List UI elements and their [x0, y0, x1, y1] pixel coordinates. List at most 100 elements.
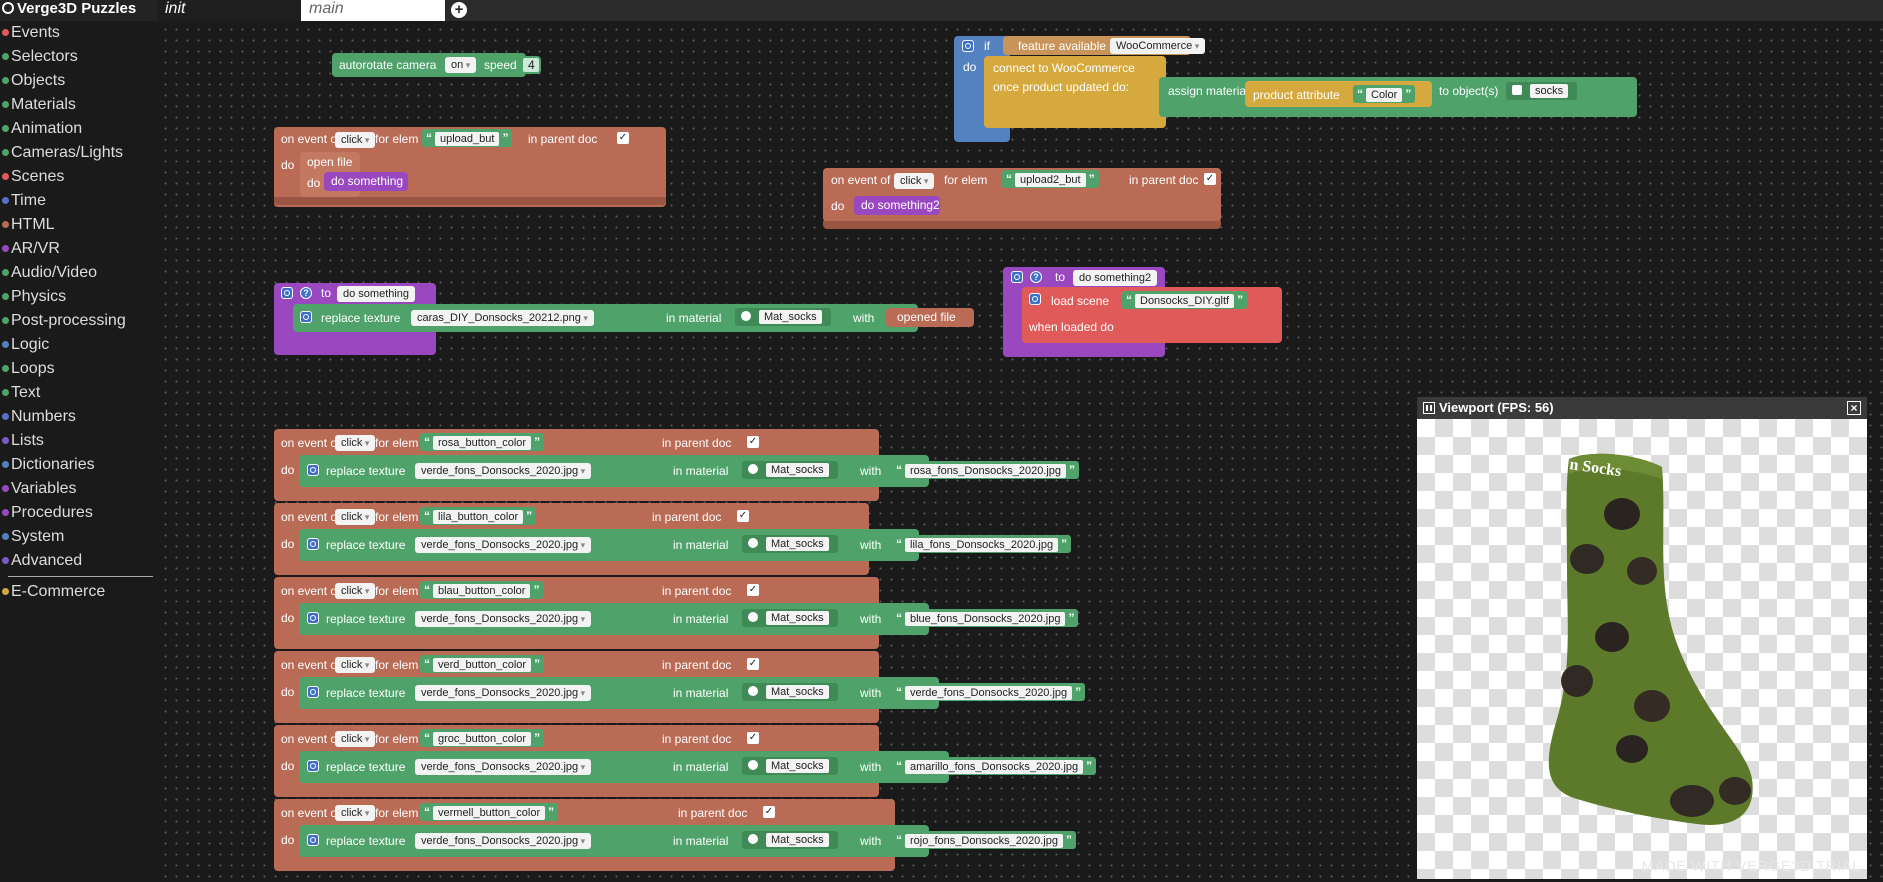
sidebar-item-loops[interactable]: Loops: [0, 357, 157, 381]
sidebar-item-logic[interactable]: Logic: [0, 333, 157, 357]
sidebar-item-lists[interactable]: Lists: [0, 429, 157, 453]
procedure-name-field[interactable]: do something2: [1073, 270, 1158, 286]
in-parent-doc-checkbox[interactable]: ✓: [1204, 173, 1216, 185]
gear-icon[interactable]: [1029, 293, 1041, 305]
sidebar-item-audio-video[interactable]: Audio/Video: [0, 261, 157, 285]
material-selector[interactable]: Mat_socks: [742, 609, 838, 627]
material-selector[interactable]: Mat_socks: [742, 461, 838, 479]
texture-name-string[interactable]: “verde_fons_Donsocks_2020.jpg”: [892, 683, 1086, 701]
procedure-name-field[interactable]: do something: [337, 286, 416, 302]
gear-icon[interactable]: [300, 311, 312, 323]
sidebar-item-html[interactable]: HTML: [0, 213, 157, 237]
sidebar-item-objects[interactable]: Objects: [0, 69, 157, 93]
event-type-dropdown[interactable]: click: [335, 731, 376, 747]
sidebar-item-text[interactable]: Text: [0, 381, 157, 405]
replace-texture-block[interactable]: [299, 751, 949, 783]
gear-icon[interactable]: [1011, 271, 1023, 283]
close-icon[interactable]: ×: [1847, 401, 1861, 415]
texture-name-string[interactable]: “amarillo_fons_Donsocks_2020.jpg”: [892, 757, 1097, 775]
autorotate-camera-block[interactable]: autorotate camera on speed 4: [332, 53, 537, 77]
sidebar-item-post-processing[interactable]: Post-processing: [0, 309, 157, 333]
element-name-string[interactable]: “vermell_button_color”: [420, 803, 559, 821]
sidebar-item-cameras-lights[interactable]: Cameras/Lights: [0, 141, 157, 165]
sidebar-item-materials[interactable]: Materials: [0, 93, 157, 117]
tab-init[interactable]: init: [157, 0, 301, 21]
viewport-canvas[interactable]: n Socks MADE WITH VERGE3D TRIAL: [1417, 419, 1867, 879]
texture-name-string[interactable]: “blue_fons_Donsocks_2020.jpg”: [892, 609, 1079, 627]
texture-dropdown[interactable]: verde_fons_Donsocks_2020.jpg: [415, 833, 592, 849]
connect-woocommerce-block[interactable]: [984, 56, 1166, 128]
texture-dropdown[interactable]: verde_fons_Donsocks_2020.jpg: [415, 463, 592, 479]
sidebar-item-selectors[interactable]: Selectors: [0, 45, 157, 69]
gear-icon[interactable]: [307, 760, 319, 772]
gear-icon[interactable]: [307, 834, 319, 846]
opened-file-block[interactable]: [886, 308, 974, 327]
element-name-string[interactable]: “blau_button_color”: [420, 581, 544, 599]
element-name-string[interactable]: “upload_but”: [422, 129, 513, 147]
in-parent-doc-checkbox[interactable]: ✓: [747, 658, 759, 670]
material-selector[interactable]: Mat_socks: [742, 683, 838, 701]
sidebar-item-variables[interactable]: Variables: [0, 477, 157, 501]
tab-main[interactable]: main: [301, 0, 445, 21]
attribute-name-string[interactable]: “Color”: [1353, 85, 1416, 103]
sidebar-item-physics[interactable]: Physics: [0, 285, 157, 309]
sidebar-item-advanced[interactable]: Advanced: [0, 549, 157, 573]
material-selector[interactable]: Mat_socks: [742, 535, 838, 553]
feature-dropdown[interactable]: WooCommerce: [1110, 38, 1206, 54]
sidebar-item-numbers[interactable]: Numbers: [0, 405, 157, 429]
scene-file-string[interactable]: “Donsocks_DIY.gltf”: [1122, 291, 1248, 309]
texture-dropdown[interactable]: verde_fons_Donsocks_2020.jpg: [415, 537, 592, 553]
sidebar-item-procedures[interactable]: Procedures: [0, 501, 157, 525]
autorotate-state-dropdown[interactable]: on: [445, 57, 477, 73]
texture-name-string[interactable]: “lila_fons_Donsocks_2020.jpg”: [892, 535, 1072, 553]
texture-name-string[interactable]: “rojo_fons_Donsocks_2020.jpg”: [892, 831, 1076, 849]
sidebar-item-events[interactable]: Events: [0, 21, 157, 45]
speed-value-block[interactable]: [521, 56, 541, 74]
sidebar-item-dictionaries[interactable]: Dictionaries: [0, 453, 157, 477]
in-parent-doc-checkbox[interactable]: ✓: [747, 436, 759, 448]
help-icon[interactable]: ?: [1030, 271, 1042, 283]
texture-dropdown[interactable]: verde_fons_Donsocks_2020.jpg: [415, 685, 592, 701]
plus-circle-icon[interactable]: +: [451, 2, 467, 18]
object-selector[interactable]: socks: [1506, 82, 1578, 100]
event-type-dropdown[interactable]: click: [335, 657, 376, 673]
material-selector[interactable]: Mat_socks: [742, 757, 838, 775]
sidebar-item-animation[interactable]: Animation: [0, 117, 157, 141]
element-name-string[interactable]: “lila_button_color”: [420, 507, 537, 525]
call-do-something2-block[interactable]: [854, 196, 940, 215]
texture-name-string[interactable]: “rosa_fons_Donsocks_2020.jpg”: [892, 461, 1080, 479]
help-icon[interactable]: ?: [300, 287, 312, 299]
call-do-something-block[interactable]: [324, 172, 408, 191]
gear-icon[interactable]: [307, 612, 319, 624]
in-parent-doc-checkbox[interactable]: ✓: [737, 510, 749, 522]
gear-icon[interactable]: [307, 464, 319, 476]
sidebar-item-ar-vr[interactable]: AR/VR: [0, 237, 157, 261]
in-parent-doc-checkbox[interactable]: ✓: [617, 132, 629, 144]
texture-dropdown[interactable]: verde_fons_Donsocks_2020.jpg: [415, 611, 592, 627]
gear-icon[interactable]: [307, 538, 319, 550]
pause-icon[interactable]: [1423, 402, 1435, 414]
element-name-string[interactable]: “rosa_button_color”: [420, 433, 545, 451]
material-selector[interactable]: Mat_socks: [742, 831, 838, 849]
sidebar-item-time[interactable]: Time: [0, 189, 157, 213]
texture-dropdown[interactable]: caras_DIY_Donsocks_20212.png: [411, 310, 594, 326]
event-type-dropdown[interactable]: click: [335, 132, 376, 148]
event-type-dropdown[interactable]: click: [894, 173, 935, 189]
viewport-panel[interactable]: Viewport (FPS: 56) × n Socks MADE WITH V…: [1417, 397, 1867, 879]
sidebar-item-e-commerce[interactable]: E-Commerce: [0, 580, 157, 604]
texture-dropdown[interactable]: verde_fons_Donsocks_2020.jpg: [415, 759, 592, 775]
element-name-string[interactable]: “upload2_but”: [1002, 170, 1099, 188]
sidebar-item-scenes[interactable]: Scenes: [0, 165, 157, 189]
in-parent-doc-checkbox[interactable]: ✓: [747, 732, 759, 744]
event-type-dropdown[interactable]: click: [335, 805, 376, 821]
element-name-string[interactable]: “verd_button_color”: [420, 655, 545, 673]
in-parent-doc-checkbox[interactable]: ✓: [763, 806, 775, 818]
gear-icon[interactable]: [962, 40, 974, 52]
gear-icon[interactable]: [307, 686, 319, 698]
event-type-dropdown[interactable]: click: [335, 509, 376, 525]
element-name-string[interactable]: “groc_button_color”: [420, 729, 545, 747]
event-type-dropdown[interactable]: click: [335, 435, 376, 451]
material-selector[interactable]: Mat_socks: [735, 308, 831, 326]
event-type-dropdown[interactable]: click: [335, 583, 376, 599]
sidebar-item-system[interactable]: System: [0, 525, 157, 549]
